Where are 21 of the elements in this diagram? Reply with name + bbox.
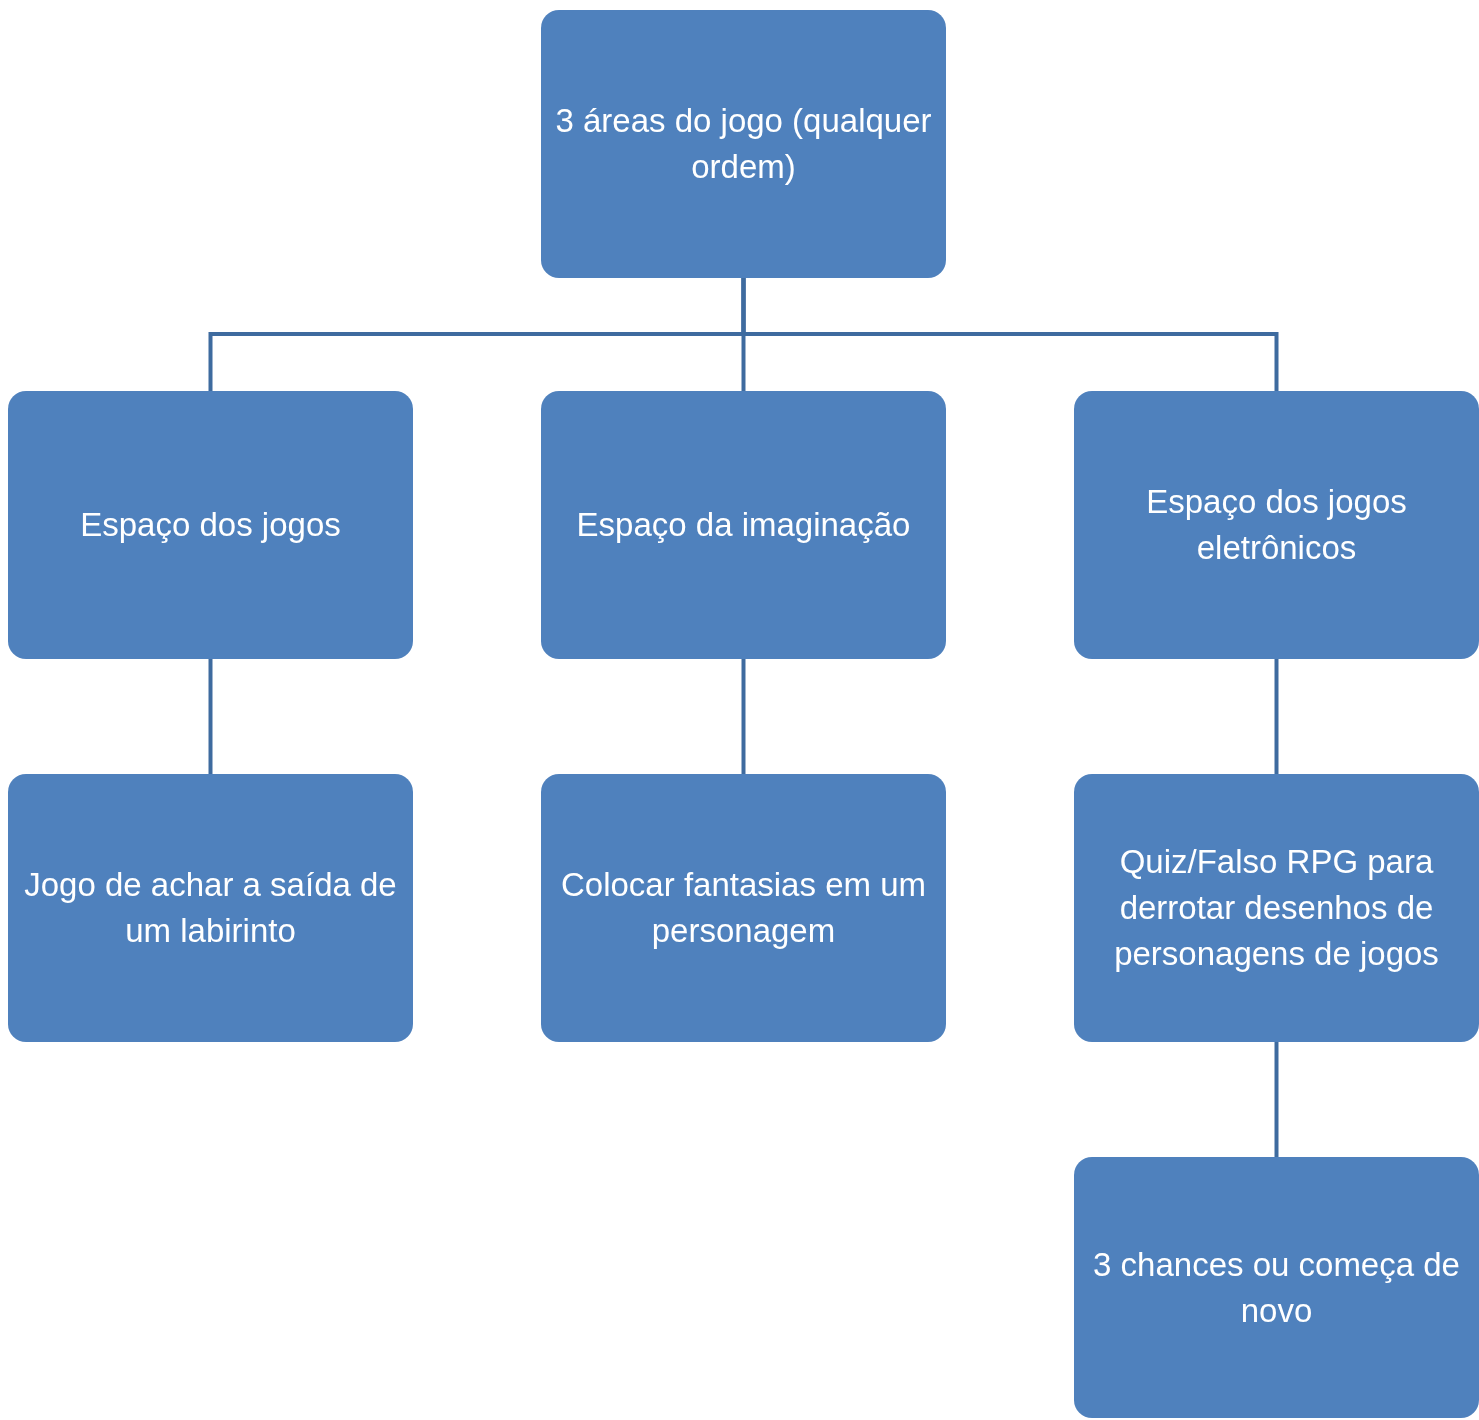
box-label: Colocar fantasias em um personagem — [560, 865, 927, 951]
connector-line — [208, 659, 213, 774]
process-box — [1074, 1157, 1479, 1418]
box-label: Jogo de achar a saída de um labirinto — [23, 865, 398, 951]
connector-line — [1274, 659, 1279, 774]
box-label: Quiz/Falso RPG para derrotar desenhos de personagens de jogos — [1113, 842, 1440, 974]
process-box — [541, 10, 946, 278]
process-box — [1074, 391, 1479, 659]
process-box — [1074, 774, 1479, 1042]
process-box — [8, 391, 413, 659]
process-box — [541, 774, 946, 1042]
box-label: Espaço dos jogos eletrônicos — [1145, 482, 1408, 568]
process-box — [8, 774, 413, 1042]
connector-line — [741, 659, 746, 774]
connector-line — [1274, 1042, 1279, 1157]
process-box — [541, 391, 946, 659]
box-label: 3 chances ou começa de novo — [1092, 1244, 1461, 1331]
connector-line — [741, 278, 1279, 391]
box-label: Espaço dos jogos — [80, 505, 341, 545]
box-label: Espaço da imaginação — [576, 505, 911, 545]
box-label: 3 áreas do jogo (qualquer ordem) — [554, 101, 933, 187]
